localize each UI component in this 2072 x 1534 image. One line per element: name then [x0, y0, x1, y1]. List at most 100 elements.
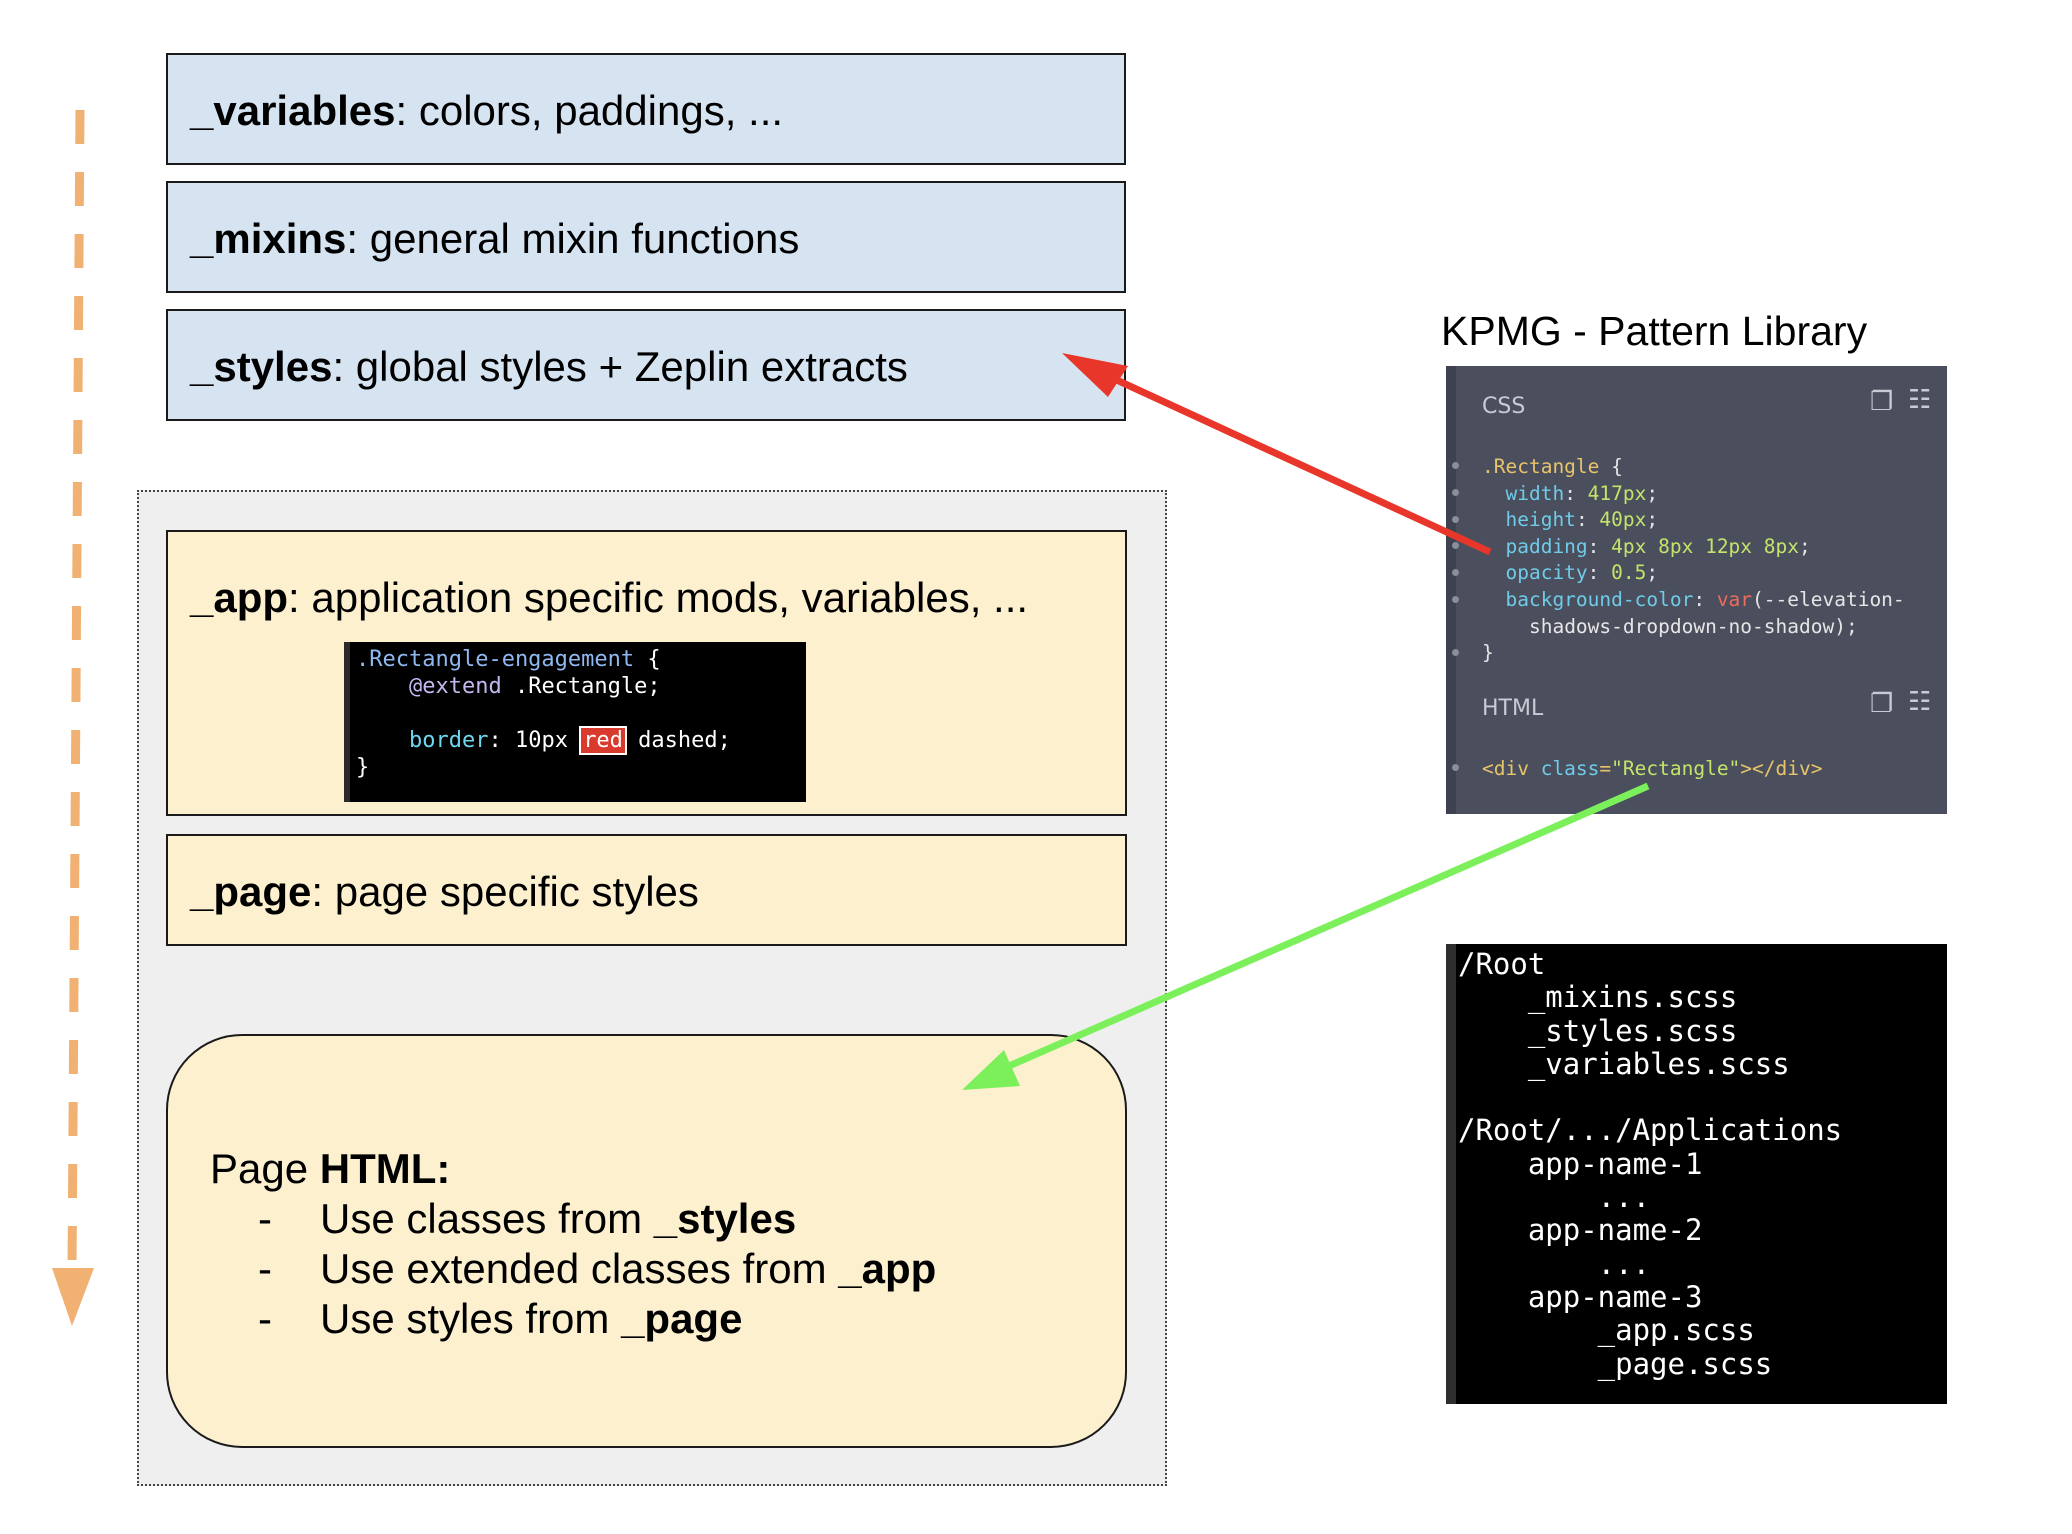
- tree-line: app-name-2: [1458, 1213, 1703, 1248]
- page-layer-desc: : page specific styles: [311, 868, 699, 915]
- html-label: HTML: [1482, 696, 1544, 721]
- code-border-prop: border: [408, 728, 489, 753]
- code-border-rest: dashed;: [624, 728, 731, 753]
- list-item-bold: _styles: [653, 1195, 797, 1242]
- tree-blank-line: [1458, 1081, 1947, 1114]
- application-group: _app: application specific mods, variabl…: [137, 490, 1167, 1486]
- page-html-item-2: - Use extended classes from _app: [210, 1244, 936, 1294]
- css-prop-name: padding: [1505, 534, 1588, 558]
- html-tag-open: <div: [1482, 757, 1541, 780]
- html-eq: =: [1599, 757, 1612, 780]
- page-layer-box: _page: page specific styles: [166, 834, 1127, 946]
- css-semicolon: ;: [1646, 561, 1659, 585]
- variables-layer-desc: : colors, paddings, ...: [395, 87, 784, 134]
- list-item-text: Use classes from: [320, 1195, 654, 1242]
- page-html-item-3: - Use styles from _page: [210, 1294, 936, 1344]
- css-brace-open: {: [1599, 455, 1623, 478]
- html-attr: class: [1540, 757, 1600, 780]
- tree-line: app-name-3: [1458, 1279, 1703, 1314]
- css-var-arg2: shadows-dropdown-no-shadow);: [1528, 614, 1858, 638]
- css-semicolon: ;: [1646, 481, 1659, 505]
- copy-icon[interactable]: ❐: [1870, 386, 1894, 416]
- css-prop-name: height: [1505, 508, 1576, 532]
- tree-line: _app.scss: [1458, 1313, 1755, 1348]
- variables-layer-box: _variables: colors, paddings, ...: [166, 53, 1126, 165]
- css-var-fn: var: [1716, 587, 1753, 611]
- line-marker: [1452, 764, 1459, 771]
- code-extend-target: .Rectangle;: [501, 674, 661, 699]
- tree-line: _styles.scss: [1458, 1013, 1738, 1048]
- css-semicolon: ;: [1646, 508, 1659, 532]
- page-html-item-1: - Use classes from _styles: [210, 1194, 936, 1244]
- line-marker: [1452, 569, 1459, 576]
- variables-layer-name: _variables: [190, 87, 396, 134]
- pattern-library-panel: CSS ❐ ☷ .Rectangle { width: 417px; heigh…: [1446, 366, 1947, 814]
- app-layer-name: _app: [190, 574, 289, 621]
- mixins-layer-desc: : general mixin functions: [346, 215, 800, 262]
- mixins-layer-box: _mixins: general mixin functions: [166, 181, 1126, 293]
- page-html-box: Page HTML: - Use classes from _styles - Us…: [166, 1034, 1127, 1448]
- list-item-text: Use extended classes from: [320, 1245, 839, 1292]
- code-open-brace: {: [634, 647, 661, 672]
- css-prop-value: 0.5: [1611, 561, 1647, 585]
- css-prop-name: width: [1505, 481, 1565, 505]
- styles-layer-desc: : global styles + Zeplin extracts: [332, 343, 908, 390]
- html-attr-value: "Rectangle": [1611, 757, 1741, 780]
- line-marker: [1452, 489, 1459, 496]
- css-prop-value: 40px: [1599, 508, 1647, 532]
- mixins-layer-name: _mixins: [190, 215, 347, 262]
- css-prop-value: 4px 8px 12px 8px: [1611, 534, 1799, 558]
- app-layer-box: _app: application specific mods, variabl…: [166, 530, 1127, 816]
- css-prop-name: opacity: [1505, 561, 1588, 585]
- css-bg-prop: background-color: [1505, 587, 1694, 611]
- code-red-highlight: red: [579, 726, 627, 755]
- css-semicolon: ;: [1799, 534, 1811, 558]
- app-layer-desc: : application specific mods, variables, …: [288, 574, 1029, 621]
- settings-sliders-icon[interactable]: ☷: [1908, 384, 1932, 414]
- page-html-title-bold: HTML:: [319, 1145, 451, 1192]
- html-code-block: <div class="Rectangle"></div>: [1482, 756, 1822, 783]
- tree-line: _page.scss: [1458, 1346, 1773, 1381]
- css-label: CSS: [1482, 394, 1526, 419]
- line-marker: [1452, 516, 1459, 523]
- page-html-title-plain: Page: [210, 1145, 320, 1192]
- settings-sliders-icon[interactable]: ☷: [1908, 686, 1932, 716]
- tree-line: /Root: [1458, 947, 1546, 981]
- page-html-content: Page HTML: - Use classes from _styles - Us…: [210, 1144, 936, 1344]
- tree-line: _variables.scss: [1458, 1046, 1790, 1081]
- html-tag-close: ></div>: [1740, 757, 1823, 780]
- app-code-snippet: .Rectangle-engagement { @extend .Rectang…: [344, 642, 806, 802]
- list-dash: -: [258, 1245, 272, 1292]
- page-html-title: Page HTML:: [210, 1144, 936, 1194]
- line-marker: [1452, 462, 1459, 469]
- code-close-brace: }: [356, 755, 370, 780]
- root-folder-tree: /Root _mixins.scss _styles.scss _variabl…: [1446, 944, 1947, 1404]
- tree-line: _mixins.scss: [1458, 980, 1738, 1015]
- list-dash: -: [258, 1195, 272, 1242]
- css-prop-value: 417px: [1587, 481, 1647, 505]
- code-extend-keyword: @extend: [408, 674, 502, 699]
- css-selector: .Rectangle: [1482, 455, 1600, 478]
- line-marker: [1452, 596, 1459, 603]
- line-marker: [1452, 649, 1459, 656]
- tree-line: ...: [1458, 1180, 1651, 1215]
- list-item-text: Use styles from: [320, 1295, 622, 1342]
- page-layer-name: _page: [190, 868, 312, 915]
- code-border-value: : 10px: [488, 728, 582, 753]
- css-var-arg1: (--elevation-: [1752, 587, 1905, 611]
- code-selector: .Rectangle-engagement: [356, 647, 635, 672]
- copy-icon[interactable]: ❐: [1870, 688, 1894, 718]
- list-item-bold: _page: [621, 1295, 743, 1342]
- pattern-library-title: KPMG - Pattern Library: [1441, 308, 1868, 354]
- list-item-bold: _app: [838, 1245, 937, 1292]
- list-dash: -: [258, 1295, 272, 1342]
- css-brace-close: }: [1482, 641, 1494, 665]
- css-code-block: .Rectangle { width: 417px; height: 40px;…: [1482, 455, 1905, 665]
- tree-line: /Root/.../Applications: [1458, 1113, 1843, 1148]
- styles-layer-name: _styles: [190, 343, 333, 390]
- styles-layer-box: _styles: global styles + Zeplin extracts: [166, 309, 1126, 421]
- tree-line: ...: [1458, 1246, 1651, 1281]
- line-marker: [1452, 542, 1459, 549]
- tree-line: app-name-1: [1458, 1146, 1703, 1181]
